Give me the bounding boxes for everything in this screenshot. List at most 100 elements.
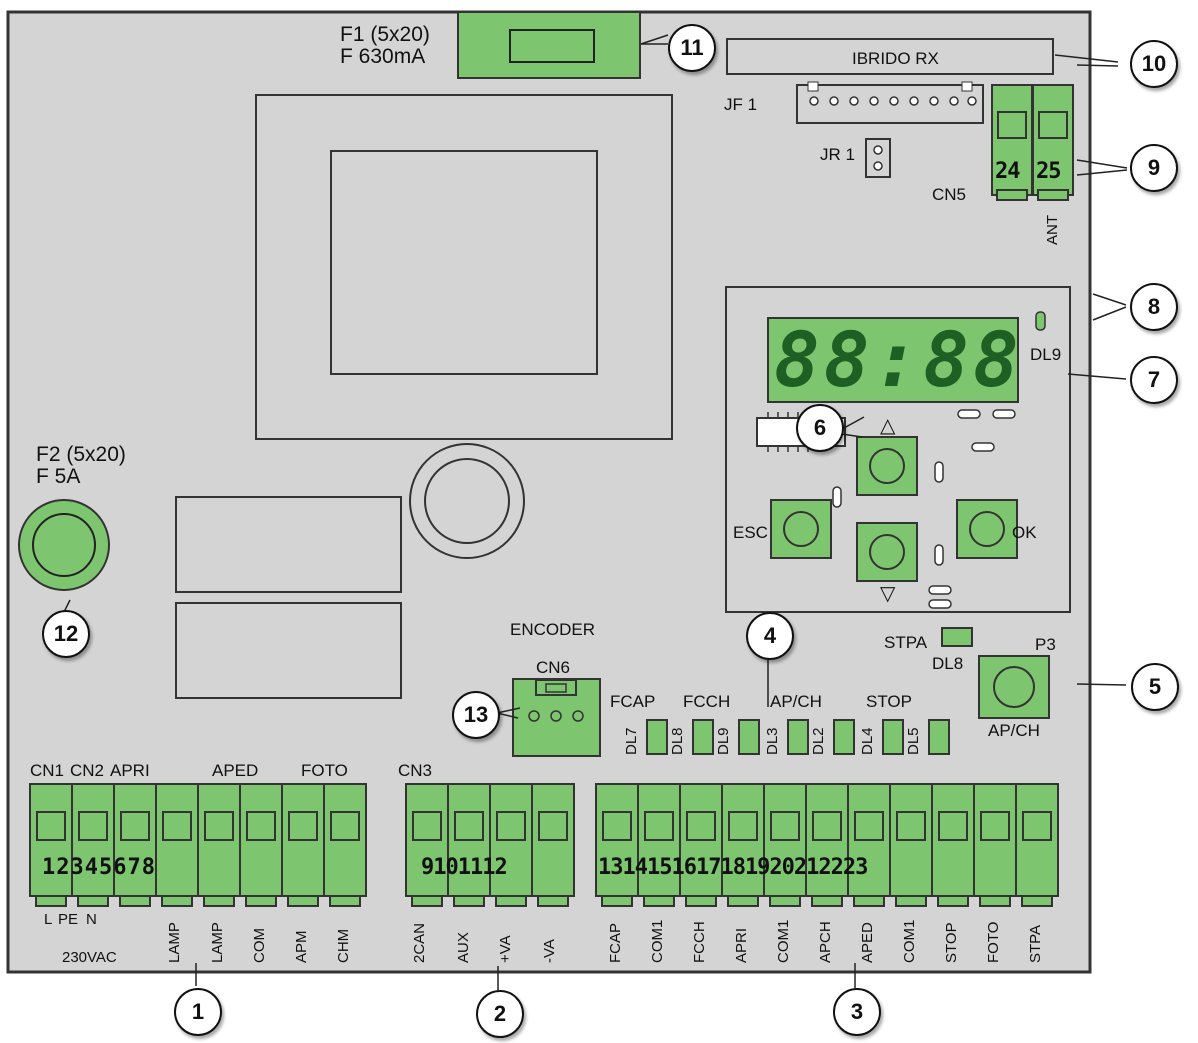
jr1-jumper <box>865 138 891 178</box>
callout-13: 13 <box>452 691 500 739</box>
status-leds <box>646 719 950 755</box>
led-dl8 <box>941 627 973 647</box>
callout-5: 5 <box>1131 663 1179 711</box>
p3-apch-label: AP/CH <box>988 721 1040 740</box>
callout-4: 4 <box>746 612 794 660</box>
com1-label-2: COM1 <box>775 919 792 963</box>
com1-label-1: COM1 <box>649 919 666 963</box>
transformer <box>255 94 673 440</box>
stpa-terminal-label: STPA <box>1027 924 1044 963</box>
com-label: COM <box>251 928 268 963</box>
capacitor <box>409 443 525 559</box>
f1-label-line2: F 630mA <box>340 45 426 68</box>
cn6-label: CN6 <box>536 658 571 677</box>
foto-terminal-label: FOTO <box>985 921 1002 963</box>
plus-va-label: +VA <box>497 935 514 963</box>
ibrido-rx-label: IBRIDO RX <box>852 49 939 68</box>
stop-terminal-label: STOP <box>943 922 960 963</box>
led-group-fcch: FCCH <box>683 692 731 711</box>
terminal-block-3 <box>595 783 1059 907</box>
led-group-stop: STOP <box>866 692 912 711</box>
cn3-label: CN3 <box>398 761 433 780</box>
minus-va-label: -VA <box>541 939 558 963</box>
chm-label: CHM <box>335 928 352 963</box>
callout-8: 8 <box>1130 283 1178 331</box>
dl7-label: DL7 <box>623 727 640 755</box>
fcch-terminal-label: FCCH <box>691 921 708 963</box>
n-label: N <box>86 911 97 928</box>
block2-numbers: 9101112 <box>421 855 508 880</box>
l-label: L <box>44 911 53 928</box>
callout-7: 7 <box>1130 356 1178 404</box>
esc-key-label: ESC <box>733 523 768 542</box>
f2-label-line1: F2 (5x20) <box>36 443 126 466</box>
f1-label-line1: F1 (5x20) <box>340 23 430 46</box>
down-arrow-icon: ▽ <box>880 583 896 605</box>
callout-11: 11 <box>668 24 716 72</box>
cn1-label: CN1 <box>30 761 65 780</box>
aux-label: AUX <box>455 932 472 963</box>
aped-header: APED <box>212 761 259 780</box>
dl8-label: DL8 <box>932 654 964 673</box>
pe-label: PE <box>58 911 79 928</box>
ok-key-label: OK <box>1012 523 1037 542</box>
key-esc <box>770 499 832 559</box>
terminal-block-1 <box>29 783 367 907</box>
dl9-led-label: DL9 <box>715 727 732 755</box>
cn5-label: CN5 <box>932 185 967 204</box>
seven-segment-display <box>767 317 1019 403</box>
relay-2 <box>175 602 402 699</box>
key-down <box>856 522 918 582</box>
fcap-terminal-label: FCAP <box>607 922 624 963</box>
com1-label-3: COM1 <box>901 919 918 963</box>
ant-label: ANT <box>1044 215 1061 245</box>
lamp-label-2: LAMP <box>209 922 226 963</box>
callout-10: 10 <box>1130 40 1178 88</box>
led-group-fcap: FCAP <box>610 692 656 711</box>
aped-terminal-label: APED <box>859 922 876 963</box>
ibrido-rx-slot <box>726 38 1054 75</box>
dl2-label: DL2 <box>810 727 827 755</box>
jf1-label: JF 1 <box>724 95 758 114</box>
callout-1: 1 <box>174 988 222 1036</box>
key-ok <box>956 499 1018 559</box>
terminal-block-2 <box>405 783 575 907</box>
cn5-terminal-25: 25 <box>1036 159 1061 184</box>
cn5-terminals <box>991 84 1074 201</box>
leader-lines <box>63 34 1128 990</box>
apm-label: APM <box>293 930 310 963</box>
encoder-label: ENCODER <box>510 620 596 639</box>
relay-1 <box>175 496 402 593</box>
callout-9: 9 <box>1130 144 1178 192</box>
lamp-label-1: LAMP <box>166 922 183 963</box>
cn2-label: CN2 <box>70 761 105 780</box>
dl4-label: DL4 <box>859 727 876 755</box>
jr1-label: JR 1 <box>820 145 855 164</box>
up-arrow-icon: △ <box>880 415 896 437</box>
block3-numbers: 1314151617181920212223 <box>598 855 868 880</box>
callout-6: 6 <box>796 404 844 452</box>
fuse-f1 <box>457 11 641 79</box>
cn5-terminal-24: 24 <box>995 159 1020 184</box>
apri-header: APRI <box>110 761 150 780</box>
foto-header: FOTO <box>301 761 348 780</box>
apri-terminal-label: APRI <box>733 927 750 963</box>
block1-numbers: 12345678 <box>42 855 156 880</box>
dl8-led-label: DL8 <box>669 727 686 755</box>
supply-label: 230VAC <box>62 949 117 966</box>
button-p3 <box>978 655 1050 719</box>
callout-12: 12 <box>42 610 90 658</box>
stpa-label: STPA <box>884 633 928 652</box>
key-up <box>856 436 918 496</box>
callout-3: 3 <box>833 988 881 1036</box>
f2-label-line2: F 5A <box>36 465 81 488</box>
display-digits: 88:88 <box>774 315 1023 404</box>
callout-2: 2 <box>476 990 524 1038</box>
2can-label: 2CAN <box>411 922 428 963</box>
apch-terminal-label: APCH <box>817 921 834 963</box>
dl5-label: DL5 <box>905 727 922 755</box>
led-group-apch: AP/CH <box>770 692 822 711</box>
dl9-label: DL9 <box>1030 345 1062 364</box>
p3-label: P3 <box>1035 635 1056 654</box>
